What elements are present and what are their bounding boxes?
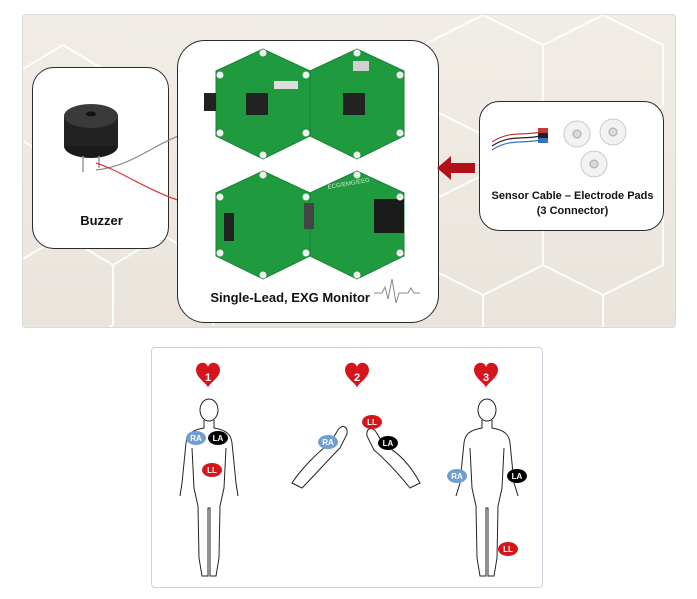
pcb-boards: ECG/EMG/EEG — [204, 48, 420, 304]
placement-number-2: 2 — [354, 372, 360, 384]
electrode-pads-image — [491, 118, 627, 178]
placement-number-1: 1 — [205, 372, 211, 384]
exg-monitor-card: ECG/EMG/EEG Single-Lead, EXG Monitor — [177, 40, 439, 323]
electrode-ll-3: LL — [498, 542, 518, 556]
heart-2-icon: 2 — [345, 362, 369, 388]
svg-text:LL: LL — [207, 466, 217, 475]
svg-text:LA: LA — [512, 472, 523, 481]
body-figure-1 — [179, 398, 239, 577]
placement-number-3: 3 — [483, 372, 489, 384]
sensor-label-line2: (3 Connector) — [536, 205, 609, 217]
svg-text:RA: RA — [322, 438, 334, 447]
sensor-label-line1: Sensor Cable – Electrode Pads — [491, 190, 654, 202]
electrode-ra-3: RA — [447, 469, 467, 483]
svg-text:LA: LA — [383, 439, 394, 448]
arms-figure-2 — [291, 426, 421, 489]
svg-text:LL: LL — [367, 418, 377, 427]
buzzer-label: Buzzer — [80, 213, 123, 228]
arrow-left-icon — [437, 156, 475, 180]
electrode-ll-1: LL — [202, 463, 222, 477]
hardware-overview-panel: Buzzer — [22, 14, 676, 328]
svg-text:RA: RA — [190, 434, 202, 443]
svg-text:RA: RA — [451, 472, 463, 481]
electrode-la-3: LA — [507, 469, 527, 483]
ecg-waveform-icon — [374, 278, 420, 304]
heart-3-icon: 3 — [474, 362, 498, 388]
sensor-cable-card: Sensor Cable – Electrode Pads (3 Connect… — [479, 101, 664, 231]
heart-1-icon: 1 — [196, 362, 220, 388]
electrode-la-1: LA — [208, 431, 228, 445]
placement-diagram: 1 2 3 RA LA LL — [179, 362, 527, 577]
svg-text:LA: LA — [213, 434, 224, 443]
buzzer-card: Buzzer — [32, 67, 169, 249]
electrode-ra-2: RA — [318, 435, 338, 449]
monitor-label: Single-Lead, EXG Monitor — [210, 290, 370, 305]
electrode-ra-1: RA — [186, 431, 206, 445]
svg-text:LL: LL — [503, 545, 513, 554]
electrode-placement-panel: 1 2 3 RA LA LL — [151, 347, 543, 588]
body-figure-3 — [455, 398, 519, 577]
electrode-ll-2: LL — [362, 415, 382, 429]
electrode-la-2: LA — [378, 436, 398, 450]
